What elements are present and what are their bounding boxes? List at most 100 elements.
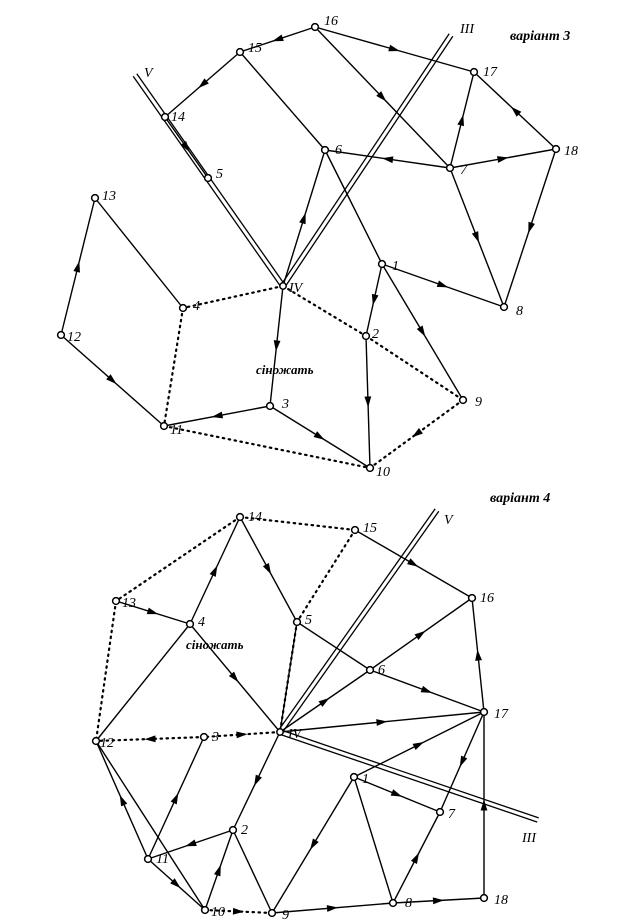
point-label: 18 [564, 144, 578, 159]
edge-1-17 [353, 711, 485, 778]
survey-point-10 [200, 905, 210, 915]
edge-17-16 [314, 26, 475, 73]
edge-12-11 [60, 334, 165, 427]
edge-IV-2 [232, 731, 281, 831]
point-label: 17 [483, 65, 498, 80]
arrow-icon [436, 280, 449, 288]
arrow-icon [211, 411, 224, 419]
survey-point-3 [199, 732, 209, 742]
edge-14-5 [239, 516, 298, 623]
traverse-line-label: III [521, 831, 537, 846]
diagram-title: варіант 3 [510, 29, 570, 44]
arrow-icon [364, 396, 372, 408]
survey-point-18 [479, 893, 489, 903]
point-label: 1 [362, 772, 369, 787]
survey-point-15 [235, 47, 245, 57]
edge-5-6 [296, 621, 371, 671]
survey-point-4 [178, 303, 188, 313]
survey-point-6 [320, 145, 330, 155]
arrow-icon [232, 907, 244, 915]
survey-point-15 [350, 525, 360, 535]
edge-IV-3 [202, 730, 282, 739]
edge-4-13 [94, 197, 184, 309]
point-label: 8 [516, 304, 523, 319]
edge-1-2 [365, 263, 383, 337]
traverse-line-III [280, 33, 454, 288]
edge-18-17 [473, 71, 557, 150]
edge-IV-6 [282, 149, 326, 287]
point-label: 14 [248, 510, 262, 525]
edge-IV-6 [279, 669, 371, 733]
diagram-title: варіант 4 [490, 491, 550, 506]
survey-point-11 [159, 421, 169, 431]
point-label: 7 [448, 807, 456, 822]
survey-point-5 [203, 173, 213, 183]
arrow-icon [272, 34, 284, 42]
point-label: 9 [282, 908, 289, 920]
survey-point-4 [185, 619, 195, 629]
arrow-icon [310, 838, 319, 850]
edge-6-16 [369, 597, 473, 671]
arrow-icon [185, 839, 197, 847]
point-label: 6 [335, 143, 342, 158]
point-label: 11 [170, 423, 183, 438]
station-point [279, 282, 287, 290]
arrow-icon [410, 852, 420, 864]
point-label: 1 [392, 259, 399, 274]
arrow-icon [432, 897, 444, 905]
edge-1-9 [381, 263, 464, 401]
arrow-icon [412, 428, 423, 438]
point-label: 3 [281, 397, 289, 412]
survey-point-1 [377, 259, 387, 269]
traverse-line-III [279, 729, 539, 823]
station-point [276, 728, 284, 736]
arrow-icon [262, 563, 272, 575]
arrow-icon [390, 789, 403, 797]
point-label: 8 [405, 896, 412, 911]
edge-6-1 [324, 149, 383, 265]
edge-17-7 [439, 711, 485, 813]
arrow-icon [209, 565, 218, 577]
point-label: 11 [156, 852, 169, 867]
edge-IV-3 [269, 285, 284, 407]
point-label: 18 [494, 893, 508, 908]
arrow-icon [475, 649, 482, 661]
edge-16-15 [354, 529, 473, 599]
point-label: 12 [100, 736, 114, 751]
point-label: 2 [372, 327, 379, 342]
arrow-icon [528, 221, 535, 234]
arrow-icon [414, 630, 426, 640]
edge-9-10 [368, 398, 465, 470]
edge-11-10 [162, 424, 372, 470]
arrow-icon [382, 156, 394, 164]
edge-18-17 [480, 712, 488, 898]
survey-point-1 [349, 772, 359, 782]
edge-10-11 [147, 858, 206, 911]
arrow-icon [119, 794, 128, 807]
edge-14-15 [238, 515, 357, 532]
edge-16-15 [239, 26, 316, 53]
arrow-icon [106, 374, 117, 385]
point-label: 10 [376, 465, 390, 480]
survey-point-13 [90, 193, 100, 203]
arrow-icon [388, 44, 400, 52]
edge-1-8 [353, 776, 394, 904]
traverse-line-label: V [144, 66, 154, 81]
point-label: 4 [193, 299, 200, 314]
point-label: 17 [494, 707, 509, 722]
edge-8-18 [392, 897, 485, 905]
survey-point-8 [499, 302, 509, 312]
edge-2-10 [204, 829, 234, 911]
arrow-icon [407, 558, 419, 567]
station-label: IV [288, 281, 304, 296]
survey-point-7 [435, 807, 445, 817]
arrow-icon [459, 755, 468, 768]
arrow-icon [412, 742, 424, 751]
point-label: 9 [475, 395, 482, 410]
edge-14-5 [164, 116, 209, 179]
point-label: 15 [363, 521, 377, 536]
edge-2-9 [232, 829, 273, 914]
arrow-icon [326, 905, 338, 912]
